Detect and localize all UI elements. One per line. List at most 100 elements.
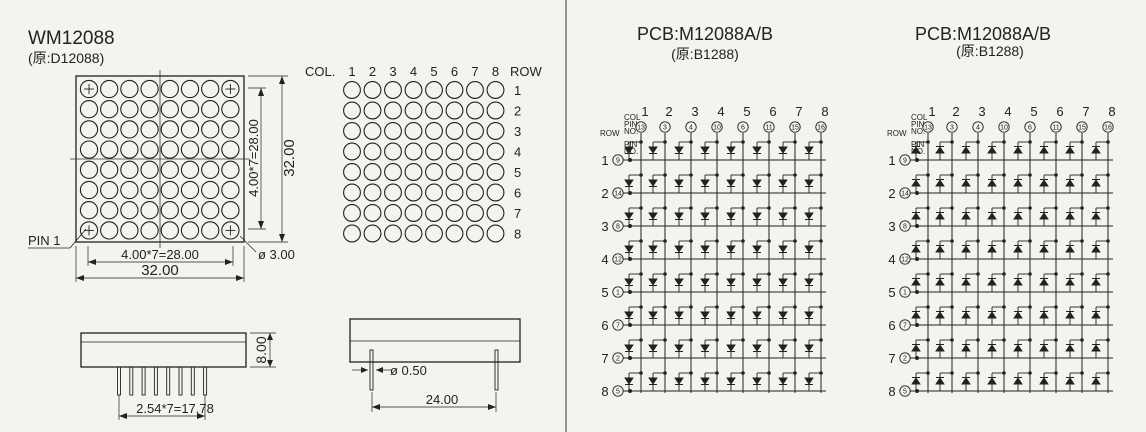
- pcb_b-row-pin: 12: [901, 257, 909, 264]
- pcb_a-col-pin-circle: [711, 121, 723, 133]
- dim-pitch-vertical: 4.00*7=28.00: [246, 119, 261, 197]
- pcb-b-original: (原:B1288): [956, 43, 1024, 59]
- side-view: 8.00 2.54*7=17.78: [80, 332, 276, 420]
- pcb_a-row-pin-header-a: PIN: [624, 140, 638, 149]
- front-dot: [140, 79, 159, 99]
- pcb_a-row-pin: 7: [616, 323, 620, 330]
- pcb_a-led-diode: [778, 377, 788, 385]
- map-dot: [466, 142, 484, 161]
- model-title: WM12088: [28, 28, 115, 49]
- front-dot: [201, 100, 220, 119]
- map-dot: [363, 163, 382, 181]
- front-dot: [221, 180, 240, 200]
- pcb_a-led-diode: [700, 344, 710, 352]
- map-dot: [404, 183, 423, 202]
- map-dot: [384, 183, 402, 202]
- pcb_a-led-diode: [674, 278, 684, 286]
- end-view: ø 0.50 24.00: [349, 318, 521, 412]
- pcb_b-col-number: 8: [1108, 104, 1115, 119]
- pcb_b-row-number: 5: [888, 285, 895, 300]
- pcb_b-led-diode: [961, 278, 971, 286]
- front-dot: [180, 79, 200, 99]
- map-dot: [343, 163, 361, 181]
- pcb_b-row-pin: 14: [901, 191, 909, 198]
- pcb_a-row-number: 7: [601, 351, 608, 366]
- pcb_a-led-diode: [648, 179, 658, 187]
- pcb_a-led-diode: [778, 344, 788, 352]
- pcb_b-led-diode: [1091, 377, 1101, 385]
- map-dot: [384, 81, 402, 99]
- dim-pin-pitch: 2.54*7=17.78: [136, 401, 214, 416]
- dim-body-depth: 8.00: [253, 336, 269, 363]
- pcb_a-col-number: 3: [691, 104, 698, 119]
- front-dot: [221, 160, 240, 179]
- pcb_b-led-diode: [935, 344, 945, 352]
- pcb_a-led-diode: [752, 179, 762, 187]
- pcb_b-col-pin-circle: [972, 121, 984, 133]
- map-dot: [425, 204, 443, 222]
- front-dot: [79, 100, 99, 119]
- pcb_b-row-number: 8: [888, 384, 895, 399]
- front-dot: [160, 221, 179, 240]
- pcb_a-row-number: 4: [601, 252, 608, 267]
- pcb_a-row-pin: 8: [616, 224, 620, 231]
- map-dot: [384, 224, 402, 243]
- side-pin: [166, 366, 171, 396]
- front-dot: [201, 79, 220, 99]
- pcb_a-led-diode: [726, 278, 736, 286]
- front-dot: [100, 140, 119, 159]
- pcb_b-col-number: 7: [1082, 104, 1089, 119]
- map-dot: [486, 142, 505, 161]
- pcb_b-led-diode: [911, 146, 921, 154]
- map-dot: [425, 142, 443, 161]
- row-number: 8: [514, 227, 521, 242]
- pcb_a-col-pin: 4: [689, 125, 693, 132]
- map-dot: [404, 122, 423, 140]
- pcb_b-led-diode: [1065, 212, 1075, 220]
- front-dot: [100, 201, 119, 220]
- pcb_a-led-diode: [726, 311, 736, 319]
- pcb_b-led-diode: [961, 377, 971, 385]
- side-view-pins: [117, 366, 208, 396]
- col-number: 4: [410, 64, 417, 79]
- pcb_b-col-pin: 15: [1078, 125, 1086, 132]
- front-view: [70, 70, 250, 248]
- pcb-a-title: PCB:M12088A/B: [637, 24, 773, 44]
- front-dot: [100, 100, 119, 119]
- front-dot: [140, 180, 159, 200]
- pcb_b-pin-header-b: NO.: [911, 127, 925, 136]
- pcb_a-col-pin: 11: [765, 125, 772, 132]
- pcb_a-led-diode: [624, 212, 634, 220]
- vertical-dimensions: 4.00*7=28.00 32.00: [246, 75, 298, 243]
- pcb_b-col-pin: 10: [1000, 125, 1008, 132]
- front-dot: [120, 140, 139, 159]
- pcb_b-col-number: 5: [1030, 104, 1037, 119]
- pcb_b-led-diode: [911, 377, 921, 385]
- pcb_a-led-diode: [674, 212, 684, 220]
- pcb_a-col-pin: 6: [741, 125, 745, 132]
- front-dot-grid: [79, 79, 240, 240]
- pcb_b-led-diode: [911, 278, 921, 286]
- dim-width: 32.00: [141, 262, 179, 279]
- pcb_b-led-diode: [1013, 377, 1023, 385]
- pcb_a-pin-header-a: PIN: [624, 120, 638, 129]
- pcb_a-led-diode: [726, 245, 736, 253]
- col-number: 6: [451, 64, 458, 79]
- pcb_b-led-diode: [1039, 311, 1049, 319]
- map-dot: [343, 204, 361, 222]
- map-dot: [384, 101, 402, 120]
- front-dot: [120, 201, 139, 220]
- pcb_b-row-pin: 9: [903, 158, 907, 165]
- pcb_b-row-pin: 2: [903, 356, 907, 363]
- front-dot: [180, 180, 200, 200]
- pcb_a-row-number: 2: [601, 186, 608, 201]
- front-dot: [160, 79, 179, 99]
- pcb_b-led-diode: [1039, 146, 1049, 154]
- pcb_a-led-diode: [624, 245, 634, 253]
- pcb_b-row-number: 2: [888, 186, 895, 201]
- col-number: 2: [369, 64, 376, 79]
- row-number: 4: [514, 145, 521, 160]
- pcb_a-led-diode: [804, 311, 814, 319]
- pcb_b-col-number: 4: [1004, 104, 1011, 119]
- pcb_b-row-number: 7: [888, 351, 895, 366]
